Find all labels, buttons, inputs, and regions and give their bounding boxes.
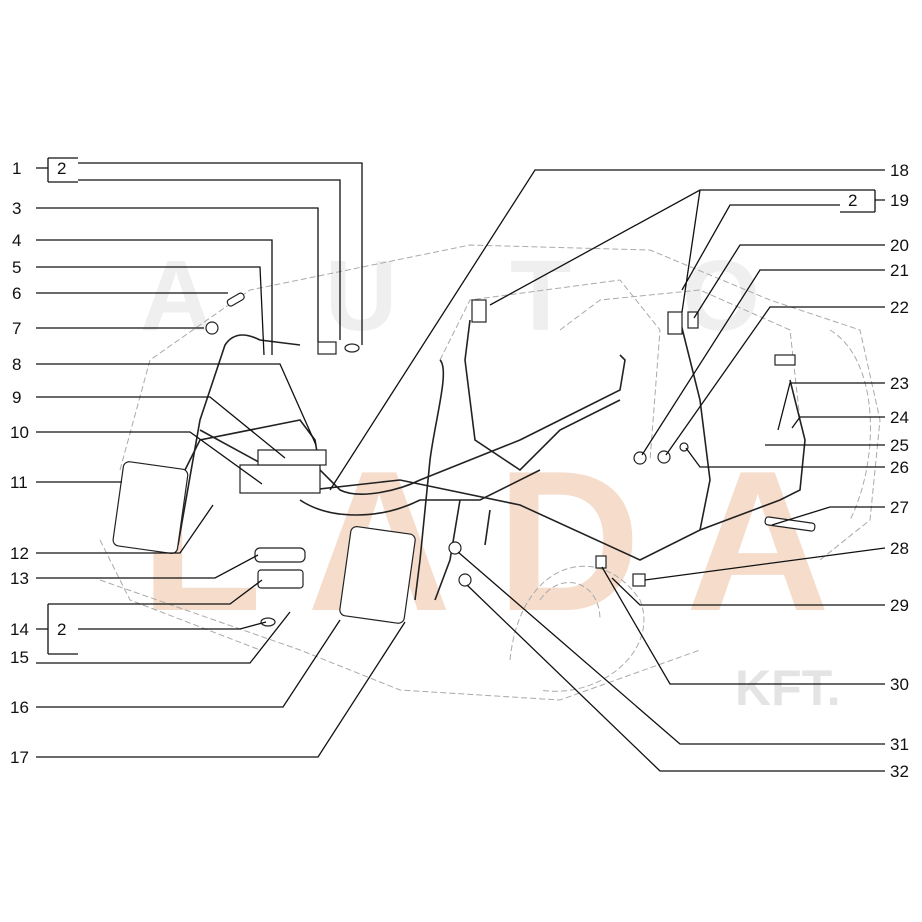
label-4: 4	[12, 231, 21, 250]
holder	[595, 555, 607, 569]
label-3: 3	[12, 199, 21, 218]
label-29: 29	[890, 596, 909, 615]
plug	[458, 573, 472, 587]
plate-lamp	[257, 569, 304, 589]
labels-right: 18 2 19 20 21 22 23 24 25 26 27 28 29 30…	[848, 161, 909, 781]
label-18: 18	[890, 161, 909, 180]
left-tail-lamp	[112, 461, 189, 554]
label-17: 17	[10, 748, 29, 767]
connector	[317, 341, 337, 355]
label-10: 10	[10, 423, 29, 442]
label-20: 20	[890, 236, 909, 255]
label-16: 16	[10, 698, 29, 717]
label-24: 24	[890, 408, 909, 427]
label-5: 5	[12, 258, 21, 277]
plate-lamp-gasket	[254, 547, 306, 563]
high-stop-lamp	[239, 464, 321, 494]
label-11: 11	[10, 473, 28, 492]
label-8: 8	[12, 355, 21, 374]
label-26: 26	[890, 458, 909, 477]
label-6: 6	[12, 284, 21, 303]
parts	[112, 292, 816, 627]
label-28: 28	[890, 539, 909, 558]
bushing	[226, 292, 245, 307]
grommet	[633, 451, 647, 465]
label-13: 13	[10, 569, 29, 588]
door-switch-block-right	[667, 311, 683, 335]
label-22: 22	[890, 298, 909, 317]
right-tail-lamp	[339, 526, 416, 624]
label-27: 27	[890, 498, 909, 517]
label-23: 23	[890, 374, 909, 393]
label-19: 19	[890, 191, 909, 210]
label-1: 1	[12, 159, 21, 178]
label-31: 31	[890, 735, 909, 754]
watermark-suffix: KFT.	[735, 660, 841, 716]
clip	[632, 573, 646, 587]
label-15: 15	[10, 648, 29, 667]
label-14: 14	[10, 620, 29, 639]
label-12: 12	[10, 544, 29, 563]
label-9: 9	[12, 388, 21, 407]
cap	[687, 311, 699, 329]
label-group-box-1: 2	[57, 159, 66, 178]
door-switch-block	[471, 299, 487, 323]
label-group-box-19: 2	[848, 191, 857, 210]
label-30: 30	[890, 675, 909, 694]
nut	[205, 321, 219, 335]
washer	[344, 343, 360, 353]
label-25: 25	[890, 436, 909, 455]
trim-strip	[764, 516, 816, 532]
label-7: 7	[12, 319, 21, 338]
grommet-small	[448, 541, 462, 555]
connectors	[774, 354, 796, 366]
label-21: 21	[890, 261, 909, 280]
label-group-box-14: 2	[57, 620, 66, 639]
stop-lamp-lens	[257, 449, 327, 466]
label-32: 32	[890, 762, 909, 781]
leader-lines	[36, 157, 886, 772]
lens	[260, 617, 276, 627]
labels-left: 1 2 3 4 5 6 7 8 9 10 11 12 13 14 2 15 16…	[10, 159, 66, 767]
